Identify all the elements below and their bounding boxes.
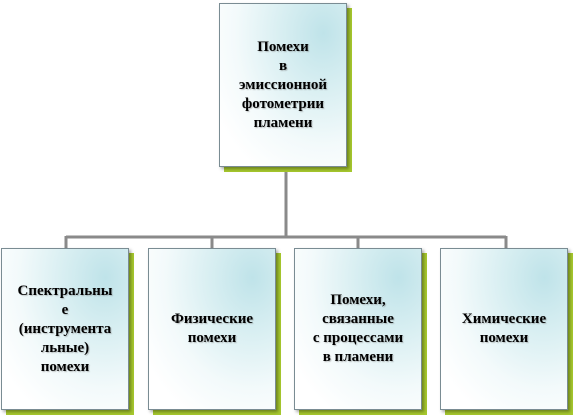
child-node-card: Спектральны е (инструмента льные) помехи (1, 248, 129, 410)
child-node-card: Физические помехи (148, 248, 276, 410)
root-node-card: Помехи в эмиссионной фотометрии пламени (219, 3, 347, 167)
child-node-card: Помехи, связанные с процессами в пламени (294, 248, 422, 410)
child-node-label: Помехи, связанные с процессами в пламени (312, 292, 404, 365)
child-node-label: Спектральны е (инструмента льные) помехи (17, 282, 113, 375)
child-node-label: Химические помехи (461, 311, 547, 346)
child-node-flame-processes: Помехи, связанные с процессами в пламени (294, 248, 427, 415)
child-node-physical: Физические помехи (148, 248, 281, 415)
root-node: Помехи в эмиссионной фотометрии пламени (219, 3, 352, 172)
root-node-label: Помехи в эмиссионной фотометрии пламени (238, 38, 328, 131)
child-node-label: Физические помехи (170, 311, 254, 346)
child-node-card: Химические помехи (440, 248, 568, 410)
child-node-spectral: Спектральны е (инструмента льные) помехи (1, 248, 134, 415)
child-node-chemical: Химические помехи (440, 248, 573, 415)
